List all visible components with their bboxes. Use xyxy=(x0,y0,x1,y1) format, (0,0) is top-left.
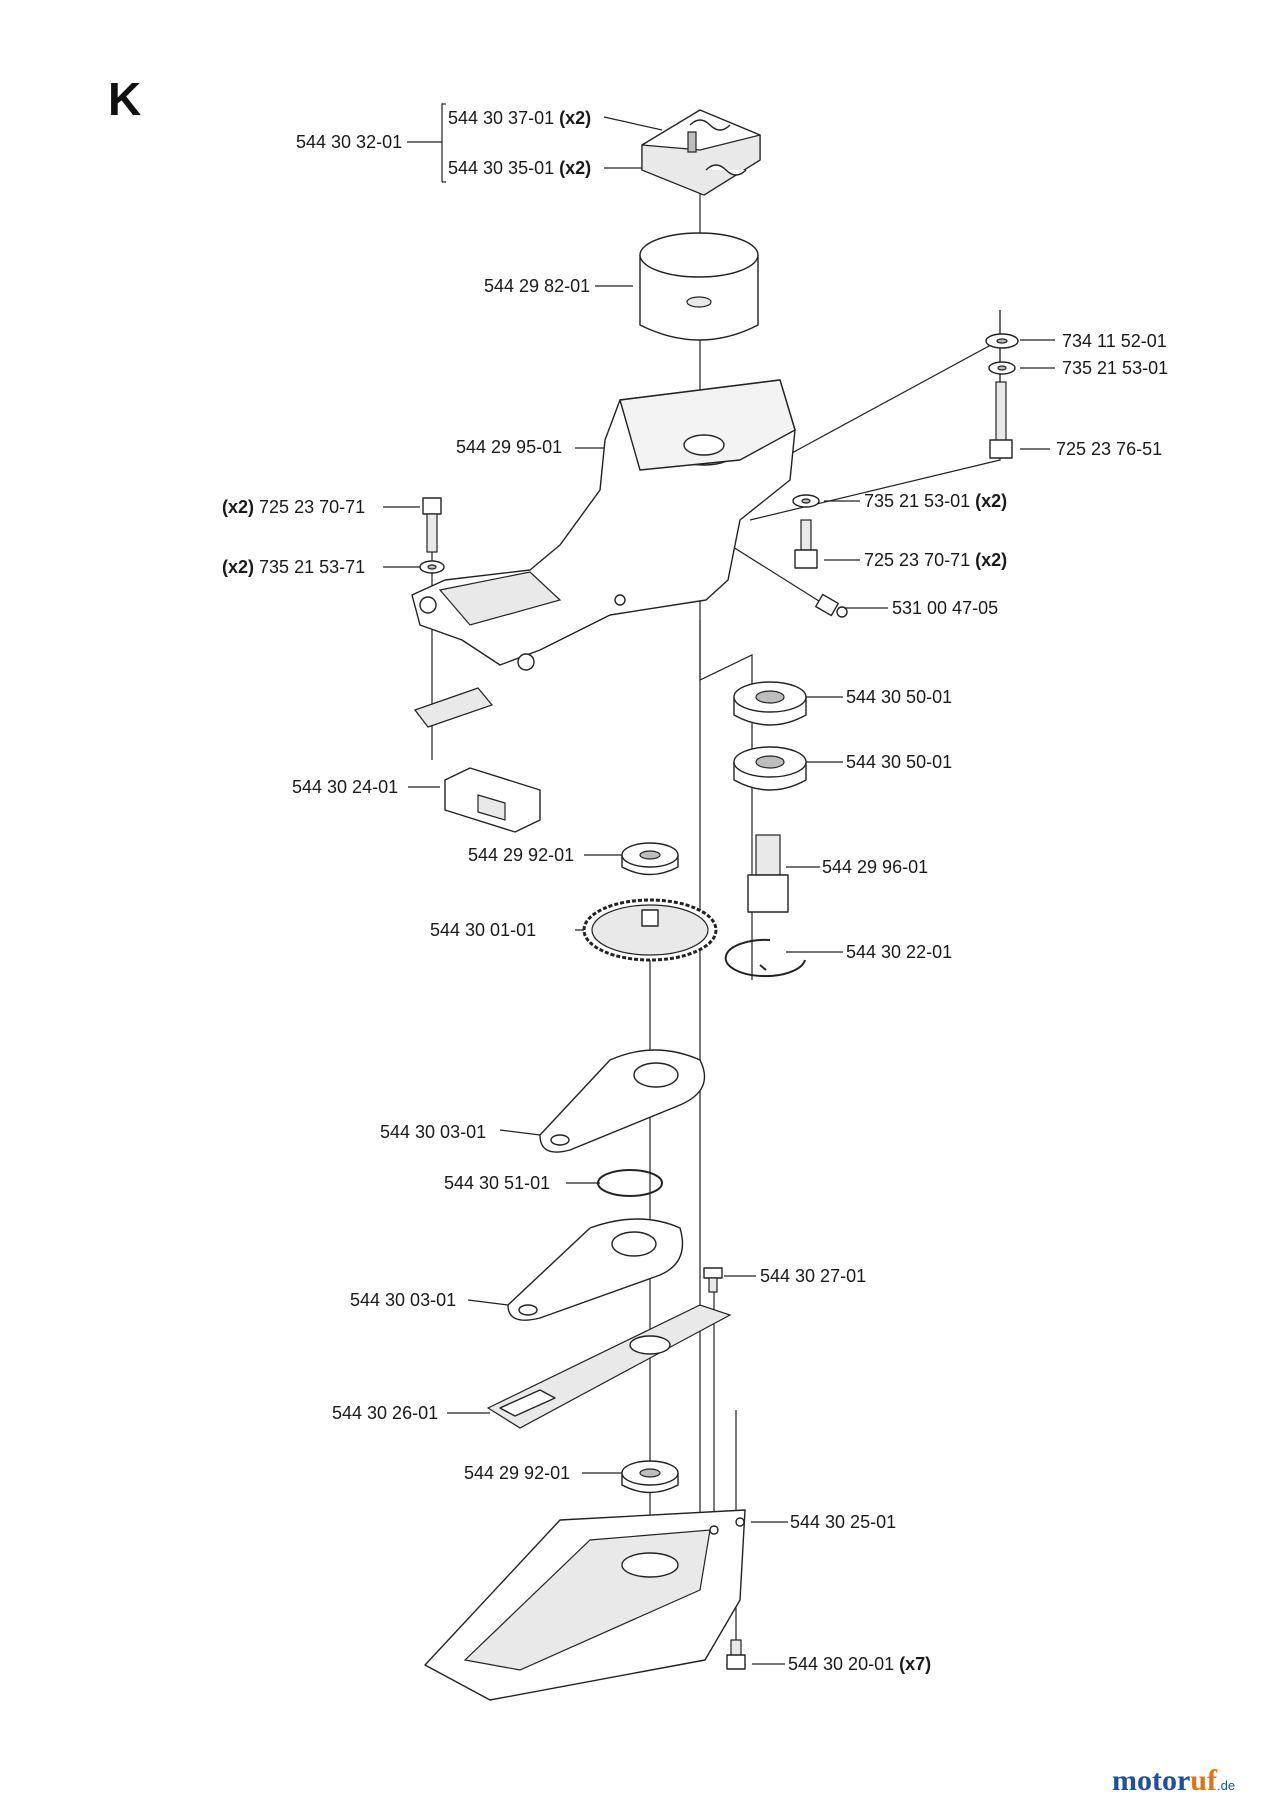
gear-base-plate-shape xyxy=(424,1509,746,1701)
retaining-ring-shape xyxy=(597,1169,663,1197)
part-label: 544 29 95-01 xyxy=(456,437,562,457)
part-label: 544 30 27-01 xyxy=(760,1266,866,1286)
part-label: 544 29 82-01 xyxy=(484,276,590,296)
bolt-544-30-20-shape xyxy=(726,1639,746,1670)
screw-544-30-27-shape xyxy=(703,1267,723,1293)
connecting-rod-top-shape xyxy=(539,1049,706,1153)
part-label: 735 21 53-01 xyxy=(1062,358,1168,378)
part-label: 544 30 01-01 xyxy=(430,920,536,940)
clutch-assembly-shape xyxy=(641,109,761,196)
circlip-shape xyxy=(724,938,806,977)
part-label: 544 29 92-01 xyxy=(464,1463,570,1483)
bearing-544-29-92-bottom-shape xyxy=(621,1460,679,1494)
part-label: 544 30 50-01 xyxy=(846,752,952,772)
part-label: 725 23 70-71 (x2) xyxy=(864,550,1007,570)
gear-housing-shape xyxy=(411,379,796,671)
part-label: 544 30 24-01 xyxy=(292,777,398,797)
watermark-logo: motoruf.de xyxy=(1112,1764,1235,1797)
section-letter: K xyxy=(108,73,141,125)
part-label: 725 23 76-51 xyxy=(1056,439,1162,459)
washer-735-71-shape xyxy=(419,560,445,574)
part-label: 544 30 03-01 xyxy=(380,1122,486,1142)
part-label: 544 30 35-01 (x2) xyxy=(448,158,591,178)
pinion-shaft-shape xyxy=(747,834,789,913)
bearing-544-30-50-a-shape xyxy=(733,681,807,726)
part-label: 544 30 25-01 xyxy=(790,1512,896,1532)
part-label: 544 29 96-01 xyxy=(822,857,928,877)
clutch-drum-shape xyxy=(639,232,759,341)
bracket-plate-shape xyxy=(414,687,494,728)
washer-735-top-shape xyxy=(988,361,1016,375)
part-label: 734 11 52-01 xyxy=(1062,331,1167,351)
part-label: 544 30 32-01 xyxy=(296,132,402,152)
part-label: 544 30 51-01 xyxy=(444,1173,550,1193)
washer-735-x2-right-shape xyxy=(792,494,820,508)
bolt-725-70-left-shape xyxy=(422,497,442,553)
part-label: (x2) 725 23 70-71 xyxy=(222,497,365,517)
bolt-725-70-right-shape xyxy=(794,519,818,569)
part-label: 544 30 22-01 xyxy=(846,942,952,962)
part-label: 544 30 26-01 xyxy=(332,1403,438,1423)
big-gear-shape xyxy=(582,898,718,962)
part-label: 544 29 92-01 xyxy=(468,845,574,865)
part-label: 531 00 47-05 xyxy=(892,598,998,618)
bearing-544-30-50-b-shape xyxy=(733,746,807,791)
part-label: 544 30 20-01 (x7) xyxy=(788,1654,931,1674)
bearing-544-29-92-top-shape xyxy=(621,842,679,876)
part-labels: 544 30 32-01 544 30 37-01 (x2) 544 30 35… xyxy=(222,108,1168,1674)
part-label: (x2) 735 21 53-71 xyxy=(222,557,365,577)
part-label: 544 30 37-01 (x2) xyxy=(448,108,591,128)
connecting-rod-bottom-shape xyxy=(507,1218,684,1321)
svg-text:motoruf.de: motoruf.de xyxy=(1112,1764,1235,1797)
part-label: 544 30 03-01 xyxy=(350,1290,456,1310)
cover-plate-shape xyxy=(486,1304,732,1429)
part-label: 735 21 53-01 (x2) xyxy=(864,491,1007,511)
grease-nipple-shape xyxy=(815,593,848,618)
slide-block-shape xyxy=(444,767,541,833)
part-label: 544 30 50-01 xyxy=(846,687,952,707)
washer-734-shape xyxy=(985,333,1019,349)
bolt-725-76-shape xyxy=(989,381,1013,459)
